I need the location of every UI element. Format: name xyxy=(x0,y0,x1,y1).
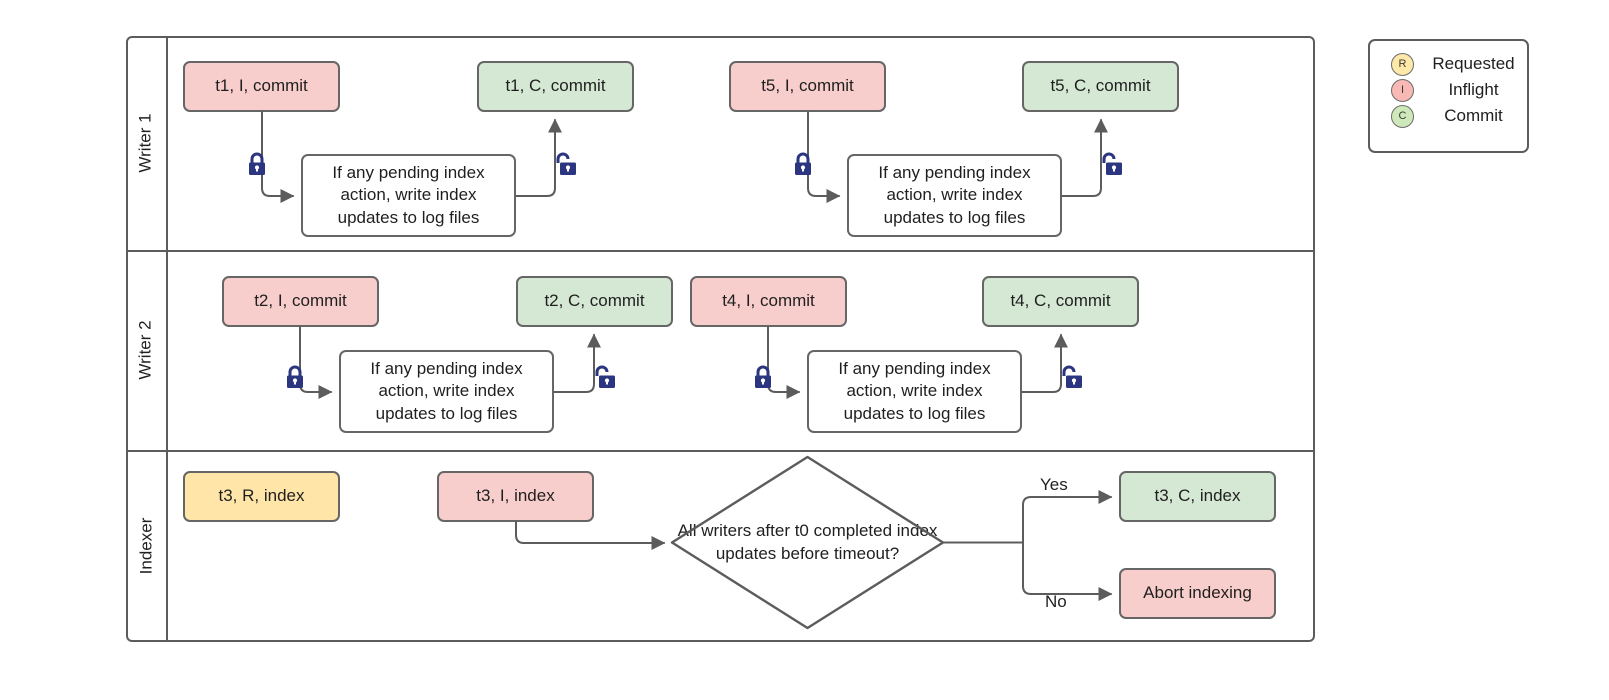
node-ix-t3-inflight[interactable]: t3, I, index xyxy=(437,471,594,522)
node-w2-process-left-label: If any pending index action, write index… xyxy=(370,358,523,423)
node-w2-process-left[interactable]: If any pending index action, write index… xyxy=(339,350,554,433)
lock-closed-icon xyxy=(245,152,269,178)
node-w1-t5-inflight[interactable]: t5, I, commit xyxy=(729,61,886,112)
node-w2-t2-inflight[interactable]: t2, I, commit xyxy=(222,276,379,327)
edge-label-no: No xyxy=(1045,592,1067,611)
node-w1-t1-inflight[interactable]: t1, I, commit xyxy=(183,61,340,112)
node-ix-t3-requested[interactable]: t3, R, index xyxy=(183,471,340,522)
lane-label-indexer: Indexer xyxy=(126,450,166,642)
lane-label-writer1: Writer 1 xyxy=(126,36,166,250)
node-w2-t4-inflight-label: t4, I, commit xyxy=(722,291,815,311)
node-ix-t3-commit[interactable]: t3, C, index xyxy=(1119,471,1276,522)
node-w2-t4-commit[interactable]: t4, C, commit xyxy=(982,276,1139,327)
legend-badge-inflight-icon: I xyxy=(1391,78,1414,102)
node-ix-abort-label: Abort indexing xyxy=(1143,583,1252,603)
node-w1-t5-inflight-label: t5, I, commit xyxy=(761,76,854,96)
edge-label-yes: Yes xyxy=(1040,475,1068,494)
lane-label-indexer-text: Indexer xyxy=(136,517,156,575)
node-w2-process-right-label: If any pending index action, write index… xyxy=(838,358,991,423)
node-w2-t4-commit-label: t4, C, commit xyxy=(1010,291,1111,311)
node-w2-process-right[interactable]: If any pending index action, write index… xyxy=(807,350,1022,433)
lock-closed-icon xyxy=(283,365,307,391)
lane-label-separator-indexer xyxy=(166,450,168,642)
lock-closed-icon xyxy=(791,152,815,178)
legend-item-requested: R Requested xyxy=(1370,51,1527,77)
node-w1-t1-commit[interactable]: t1, C, commit xyxy=(477,61,634,112)
node-w2-t2-commit-label: t2, C, commit xyxy=(544,291,645,311)
node-w2-t2-inflight-label: t2, I, commit xyxy=(254,291,347,311)
legend-panel: R Requested I Inflight C Commit xyxy=(1368,39,1529,153)
node-ix-decision-label: All writers after t0 completed index upd… xyxy=(677,520,938,563)
node-w1-t1-commit-label: t1, C, commit xyxy=(505,76,606,96)
node-w1-process-left[interactable]: If any pending index action, write index… xyxy=(301,154,516,237)
node-ix-decision[interactable]: All writers after t0 completed index upd… xyxy=(672,457,943,628)
lock-closed-icon xyxy=(751,365,775,391)
lane-divider-writer2-indexer xyxy=(126,450,1315,452)
node-w1-process-right[interactable]: If any pending index action, write index… xyxy=(847,154,1062,237)
lane-label-writer1-text: Writer 1 xyxy=(136,113,156,173)
node-w1-t5-commit-label: t5, C, commit xyxy=(1050,76,1151,96)
legend-badge-commit-icon: C xyxy=(1391,104,1414,128)
node-ix-t3-commit-label: t3, C, index xyxy=(1154,486,1241,506)
node-w1-process-right-label: If any pending index action, write index… xyxy=(878,162,1031,227)
node-w1-t1-inflight-label: t1, I, commit xyxy=(215,76,308,96)
node-ix-abort[interactable]: Abort indexing xyxy=(1119,568,1276,619)
lane-divider-writer1-writer2 xyxy=(126,250,1315,252)
legend-label-requested: Requested xyxy=(1432,54,1515,73)
lane-label-writer2-text: Writer 2 xyxy=(136,320,156,380)
legend-label-inflight: Inflight xyxy=(1448,80,1499,99)
node-ix-t3-requested-label: t3, R, index xyxy=(218,486,305,506)
node-w2-t4-inflight[interactable]: t4, I, commit xyxy=(690,276,847,327)
node-w1-t5-commit[interactable]: t5, C, commit xyxy=(1022,61,1179,112)
legend-label-commit: Commit xyxy=(1444,106,1503,125)
node-w1-process-left-label: If any pending index action, write index… xyxy=(332,162,485,227)
lane-label-separator-writer1 xyxy=(166,36,168,250)
node-w2-t2-commit[interactable]: t2, C, commit xyxy=(516,276,673,327)
lane-label-separator-writer2 xyxy=(166,250,168,450)
legend-item-commit: C Commit xyxy=(1370,103,1527,129)
legend-item-inflight: I Inflight xyxy=(1370,77,1527,103)
node-ix-t3-inflight-label: t3, I, index xyxy=(476,486,555,506)
lock-open-icon xyxy=(1058,365,1084,391)
lock-open-icon xyxy=(591,365,617,391)
legend-badge-requested-icon: R xyxy=(1391,52,1414,76)
lock-open-icon xyxy=(1098,152,1124,178)
lane-label-writer2: Writer 2 xyxy=(126,250,166,450)
lock-open-icon xyxy=(552,152,578,178)
